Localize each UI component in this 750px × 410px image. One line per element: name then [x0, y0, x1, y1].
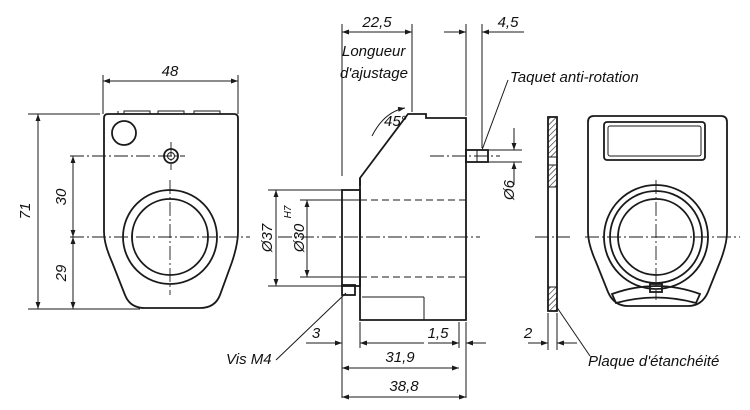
dim-30: 30: [53, 188, 70, 205]
dim-2: 2: [523, 325, 533, 342]
dim-h7-tolerance: H7: [283, 205, 294, 218]
dim-38-8: 38,8: [389, 378, 419, 395]
ajustage-label: d'ajustage: [340, 65, 408, 82]
front-view-housing: [103, 113, 239, 309]
dim-48: 48: [162, 63, 179, 80]
seal-hatch-bottom: [547, 286, 558, 312]
dim-71: 71: [17, 203, 34, 220]
rear-view-housing: [587, 115, 728, 307]
front-top-tab-1: [123, 110, 151, 115]
rear-view: [585, 115, 740, 307]
sealing-plate-view: 2 Plaque d'étanchéité: [523, 116, 719, 370]
set-screw: [341, 284, 356, 296]
plaque-label: Plaque d'étanchéité: [588, 353, 719, 370]
rear-lcd-window: [603, 121, 706, 161]
side-view-hub: [341, 189, 361, 287]
rear-lcd-inner: [607, 125, 702, 157]
dim-4-5: 4,5: [498, 14, 520, 31]
taquet-label: Taquet anti-rotation: [510, 69, 639, 86]
dim-29: 29: [53, 264, 70, 282]
dim-dia-30: Ø30: [291, 223, 308, 253]
side-view: 22,5 4,5 Longueur d'ajustage 45° Taquet …: [226, 14, 639, 400]
front-top-tab-3: [193, 110, 221, 115]
front-view: 48 71 30 29: [17, 63, 250, 310]
longueur-label: Longueur: [342, 43, 406, 60]
dim-45-deg: 45°: [384, 113, 407, 130]
seal-hatch-top: [547, 116, 558, 158]
dim-1-5: 1,5: [428, 325, 450, 342]
display-window-circle: [111, 120, 137, 146]
front-top-tab-2: [157, 110, 185, 115]
dim-31-9: 31,9: [385, 349, 415, 366]
dim-dia-37: Ø37: [259, 223, 276, 253]
dim-22-5: 22,5: [361, 14, 392, 31]
dim-3: 3: [312, 325, 321, 342]
dim-dia-6: Ø6: [501, 179, 518, 201]
vis-m4-label: Vis M4: [226, 351, 272, 368]
side-view-body: [359, 113, 467, 321]
seal-hatch-mid: [547, 164, 558, 188]
rear-seal-lip: [610, 285, 702, 305]
